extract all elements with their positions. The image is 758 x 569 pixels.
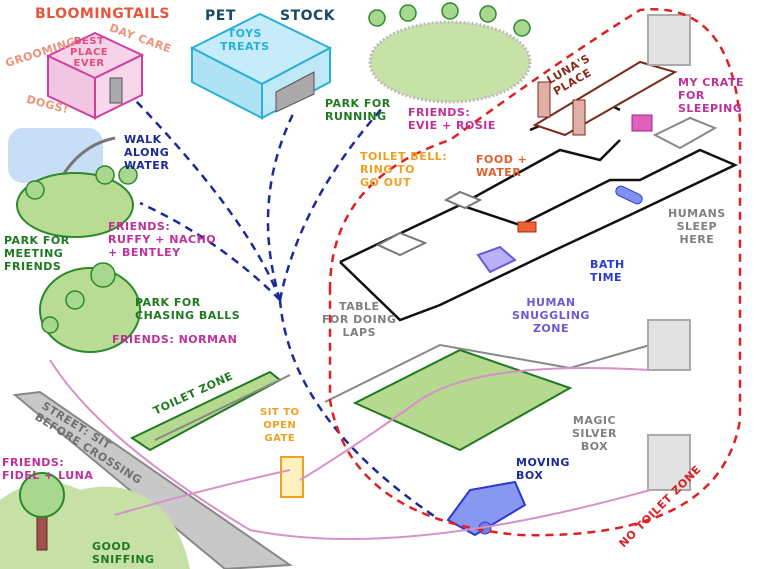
walking-routes	[134, 99, 441, 522]
magic-silver-box-label: MAGIC SILVER BOX	[572, 414, 618, 453]
bloomingtails-title: BLOOMINGTAILS	[35, 6, 171, 22]
bath-time-label: BATH TIME	[590, 258, 625, 284]
park-meeting-label: PARK FOR MEETING FRIENDS	[4, 234, 70, 273]
sofa-icon	[476, 245, 517, 274]
best-place-sign: BEST PLACE EVER	[70, 36, 109, 69]
tree-icon	[19, 472, 65, 551]
humans-sleep-label: HUMANS SLEEP HERE	[668, 207, 726, 246]
food-bowl-icon	[517, 221, 537, 233]
bloomingtails-building	[45, 31, 145, 120]
park-meeting	[16, 172, 134, 238]
water	[8, 128, 103, 183]
crate-label: MY CRATE FOR SLEEPING	[678, 76, 744, 115]
park-meeting-friends: FRIENDS: RUFFY + NACHO + BENTLEY	[108, 220, 217, 259]
park-chasing	[39, 267, 141, 353]
bell-table	[443, 190, 483, 210]
backyard-lawn	[352, 348, 573, 452]
lunas-place	[532, 60, 678, 137]
car-icon	[446, 480, 527, 537]
petstock-title-left: PET	[205, 8, 236, 24]
toys-treats-sign: TOYS TREATS	[220, 27, 270, 53]
gate[interactable]	[280, 456, 304, 498]
dog-paths	[49, 359, 651, 540]
moving-box-label: MOVING BOX	[516, 456, 570, 482]
crate-icon	[631, 114, 653, 132]
lap-table	[375, 231, 428, 257]
food-water-label: FOOD + WATER	[476, 153, 528, 179]
snuggling-zone-label: HUMAN SNUGGLING ZONE	[512, 296, 590, 335]
park-running-label: PARK FOR RUNNING	[325, 97, 391, 123]
gate-label: SIT TO OPEN GATE	[260, 407, 300, 444]
no-toilet-boundary	[328, 7, 742, 537]
good-sniffing-label: GOOD SNIFFING	[92, 540, 155, 566]
park-chasing-friends: FRIENDS: NORMAN	[112, 333, 238, 346]
tree-icons	[25, 2, 531, 334]
table-laps-label: TABLE FOR DOING LAPS	[322, 300, 397, 339]
park-running-friends: FRIENDS: EVIE + ROSIE	[408, 106, 496, 132]
sniffing-friends: FRIENDS: FIDEL + LUNA	[2, 456, 94, 482]
park-running	[368, 20, 532, 104]
petstock-building	[189, 12, 333, 120]
bath-icon	[615, 185, 643, 205]
toilet-bell-label: TOILET BELL: RING TO GO OUT	[360, 150, 448, 189]
park-chasing-label: PARK FOR CHASING BALLS	[135, 296, 241, 322]
walk-along-water-label: WALK ALONG WATER	[124, 133, 170, 172]
elevator-boxes	[647, 14, 691, 491]
petstock-title-right: STOCK	[280, 8, 336, 24]
human-bed	[652, 116, 718, 150]
